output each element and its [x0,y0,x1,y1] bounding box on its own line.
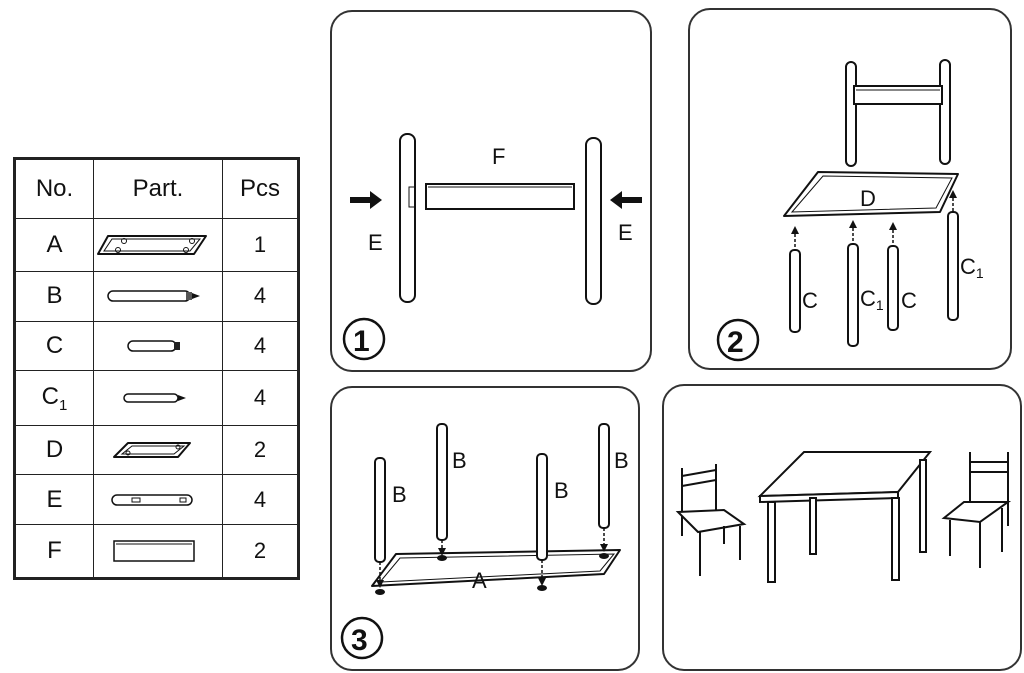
label-c: C [901,288,917,313]
label-c1-sub: 1 [876,297,884,313]
part-pcs: 1 [222,217,298,273]
step2-panel: D C C1 C C1 2 [688,8,1012,370]
part-no: B [15,271,94,322]
label-b: B [452,448,467,473]
part-icon-cell [93,523,223,579]
label-a: A [472,568,487,593]
table-row: F 2 [15,523,298,579]
part-icon-cell [93,271,223,322]
final-assembly-panel [662,384,1022,671]
part-no: F [15,523,94,579]
step3-badge [340,616,384,660]
part-pcs: 4 [222,320,298,372]
step1-diagram: F E E 1 [342,133,642,361]
header-pcs: Pcs [222,159,298,219]
right-chair-shape [941,452,1012,568]
crossbar-shape [425,183,575,210]
part-no: A [15,217,94,273]
part-pcs: 2 [222,523,298,579]
step1-panel: F E E 1 [330,10,652,372]
table-row: E 4 [15,474,298,525]
parts-table: No. Part. Pcs A 1 B [13,157,300,580]
step1-number: 1 [353,325,370,358]
label-c: C [802,288,818,313]
parts-table-header: No. Part. Pcs [15,159,298,219]
part-pcs: 4 [222,271,298,322]
leg-with-screw-icon [123,393,186,403]
arrow-left-icon [610,191,642,209]
table-row: C 4 [15,320,298,372]
back-post-icon [111,493,193,506]
part-no: E [15,474,94,525]
left-chair-shape [675,464,747,576]
final-assembly-diagram [675,451,1012,583]
label-c1-sub: 1 [976,265,984,281]
label-c1: C1 [960,254,984,281]
table-row: A 1 [15,217,298,273]
label-b: B [614,448,629,473]
step1-badge [342,317,386,361]
part-icon-cell [93,370,223,426]
header-part: Part. [93,159,223,219]
label-c1-main: C [860,286,876,311]
left-post-shape [399,133,416,303]
part-icon-cell [93,474,223,525]
part-pcs: 4 [222,474,298,525]
seat-shape [783,171,959,217]
part-icon-cell [93,424,223,476]
step2-number: 2 [727,326,744,359]
table-row: C1 4 [15,370,298,426]
label-b: B [554,478,569,503]
step2-diagram: D C C1 C C1 2 [716,59,984,362]
label-b: B [392,482,407,507]
header-no: No. [15,159,94,219]
right-post-shape [585,137,602,305]
part-icon-cell [93,217,223,273]
step3-diagram: A B B B B 3 [340,423,629,660]
short-leg-icon [127,340,180,352]
label-c1-main: C [960,254,976,279]
label-d: D [860,186,876,211]
part-no-main: C [41,382,59,410]
label-e-left: E [368,230,383,255]
part-no-sub: 1 [59,396,68,414]
arrow-right-icon [350,191,382,209]
step2-badge [716,318,760,362]
label-f: F [492,144,505,169]
part-no: D [15,424,94,476]
backrest-bar-icon [113,540,195,562]
long-leg-icon [107,290,200,303]
step3-number: 3 [351,624,368,657]
table-shape [757,451,933,583]
part-pcs: 4 [222,370,298,426]
table-row: B 4 [15,271,298,322]
part-pcs: 2 [222,424,298,476]
seat-icon [113,441,191,458]
part-no: C1 [15,370,94,426]
label-e-right: E [618,220,633,245]
table-top-icon [97,235,207,256]
part-no: C [15,320,94,372]
label-c1: C1 [860,286,884,313]
table-row: D 2 [15,424,298,476]
step3-panel: A B B B B 3 [330,386,640,671]
part-icon-cell [93,320,223,372]
